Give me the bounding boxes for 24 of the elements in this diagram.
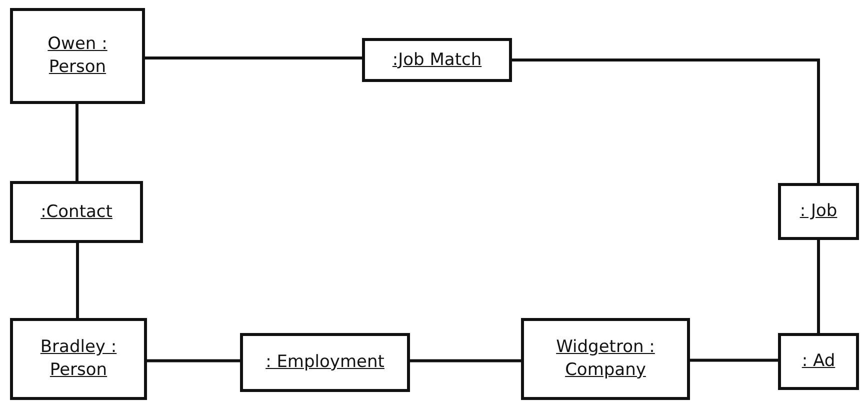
object-box <box>778 183 859 240</box>
object-name: : Job <box>800 200 838 223</box>
object-box <box>778 333 859 390</box>
link-line <box>76 104 78 181</box>
object-box <box>240 333 410 392</box>
object-name: : Ad <box>802 350 836 373</box>
object-box <box>362 38 512 82</box>
object-name: : Employment <box>266 351 384 374</box>
object-name: :Job Match <box>392 48 482 72</box>
object-box <box>521 318 690 400</box>
object-name: :Contact <box>40 200 112 224</box>
object-name: Widgetron : Company <box>555 336 656 382</box>
object-name: Bradley : Person <box>39 336 118 382</box>
object-name: Owen : Person <box>46 33 108 79</box>
link-line <box>76 243 79 318</box>
link-line <box>512 58 820 183</box>
link-line <box>817 240 820 333</box>
link-line <box>410 359 521 362</box>
object-box <box>10 318 147 400</box>
link-line <box>147 359 240 362</box>
object-box <box>10 181 143 243</box>
object-box <box>10 8 145 104</box>
link-line <box>145 56 362 60</box>
link-line <box>690 358 778 362</box>
